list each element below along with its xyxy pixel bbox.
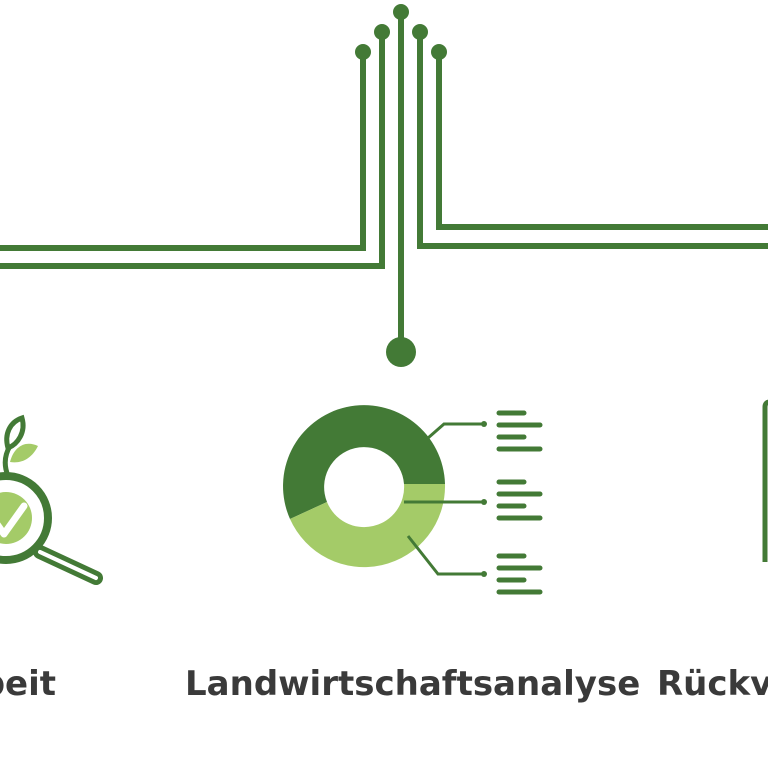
- label-left: beit: [0, 664, 56, 704]
- list-lines: [496, 410, 543, 595]
- document-icon: [762, 399, 768, 562]
- circuit-nodes: [355, 4, 447, 367]
- circuit-node: [431, 44, 447, 60]
- circuit-line-right-outer: [436, 52, 768, 230]
- circuit-end-node: [386, 337, 416, 367]
- circuit-node: [374, 24, 390, 40]
- circuit-lines: [0, 12, 768, 350]
- label-right: Rückve: [657, 664, 768, 704]
- donut-chart-icon: [283, 405, 543, 595]
- circuit-node: [393, 4, 409, 20]
- circuit-node: [412, 24, 428, 40]
- circuit-line-left-outer: [0, 52, 366, 251]
- magnifier-plant-icon: [0, 414, 103, 585]
- label-center: Landwirtschaftsanalyse: [185, 664, 641, 704]
- donut-segment-dark: [283, 405, 445, 519]
- donut-segment-light: [290, 484, 446, 568]
- circuit-line-left-inner: [0, 32, 385, 269]
- circuit-line-right-inner: [417, 32, 768, 249]
- circuit-node: [355, 44, 371, 60]
